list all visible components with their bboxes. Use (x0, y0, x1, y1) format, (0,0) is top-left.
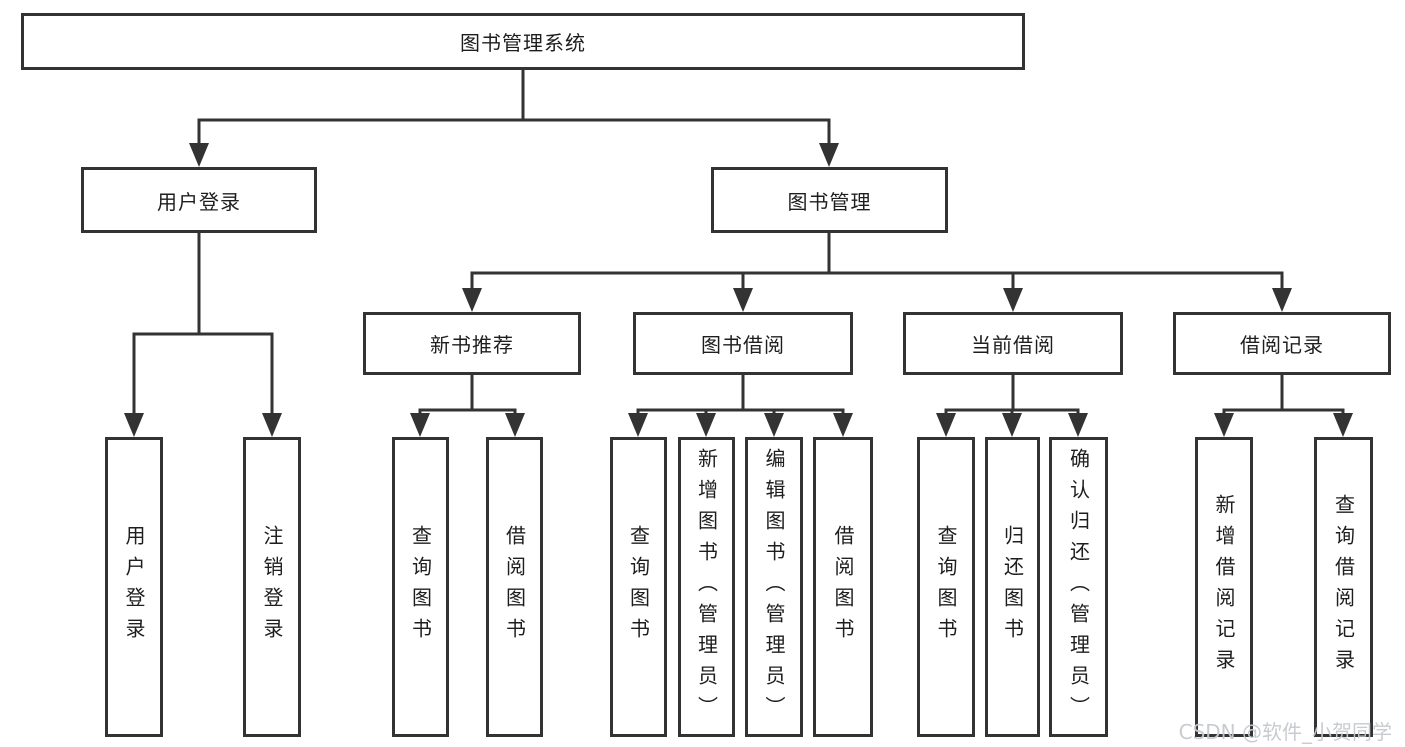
node-book-management-module: 图书管理 (711, 167, 948, 233)
edges-borrow-record-children (1214, 375, 1353, 437)
node-label: 借阅记录 (1240, 333, 1324, 357)
node-label: 图书借阅 (701, 333, 785, 357)
node-book-borrowing: 图书借阅 (633, 312, 853, 375)
csdn-watermark: CSDN @软件_小贺同学 (1178, 720, 1392, 744)
leaf-user-login: 用户登录 (105, 437, 163, 737)
leaf-return-book: 归还图书 (985, 437, 1040, 737)
leaf-edit-book-admin: 编辑图书（管理员） (745, 437, 803, 737)
leaf-confirm-return-admin: 确认归还（管理员） (1049, 437, 1108, 737)
node-label: 新增借阅记录 (1212, 494, 1236, 680)
leaf-borrow-books: 借阅图书 (813, 437, 873, 737)
node-label: 编辑图书（管理员） (762, 447, 786, 727)
edges-user-login-children (124, 232, 282, 437)
node-user-login-module: 用户登录 (81, 167, 317, 233)
node-label: 新书推荐 (430, 333, 514, 357)
leaf-query-books-borrow: 查询图书 (610, 437, 667, 737)
node-label: 图书管理 (787, 189, 872, 214)
leaf-query-books-current: 查询图书 (917, 437, 975, 737)
leaf-add-borrow-record: 新增借阅记录 (1195, 437, 1253, 737)
node-library-management-system: 图书管理系统 (21, 13, 1025, 70)
edges-book-mgmt-to-level3 (462, 233, 1292, 312)
node-label: 查询图书 (408, 525, 433, 649)
leaf-query-borrow-record: 查询借阅记录 (1314, 437, 1373, 737)
node-borrowing-records: 借阅记录 (1173, 312, 1391, 375)
edges-root-to-level2 (189, 69, 839, 167)
node-label: 查询图书 (934, 525, 958, 649)
node-label: 用户登录 (122, 525, 146, 649)
node-label: 查询借阅记录 (1331, 494, 1356, 680)
node-label: 借阅图书 (502, 525, 527, 649)
node-label: 借阅图书 (831, 525, 855, 649)
leaf-add-book-admin: 新增图书（管理员） (678, 437, 735, 737)
leaf-logout: 注销登录 (243, 437, 301, 737)
node-new-book-recommend: 新书推荐 (363, 312, 581, 375)
node-label: 新增图书（管理员） (694, 447, 719, 727)
node-label: 当前借阅 (971, 333, 1055, 357)
node-label: 归还图书 (1000, 525, 1025, 649)
edges-current-borrow-children (936, 375, 1088, 437)
node-label: 注销登录 (260, 525, 284, 649)
leaf-borrow-books-recommend: 借阅图书 (486, 437, 543, 737)
node-label: 确认归还（管理员） (1066, 447, 1091, 727)
edges-book-borrow-children (628, 375, 853, 437)
node-current-borrowing: 当前借阅 (903, 312, 1123, 375)
node-label: 查询图书 (626, 525, 651, 649)
node-label: 用户登录 (157, 189, 241, 214)
leaf-query-books-recommend: 查询图书 (392, 437, 449, 737)
node-label: 图书管理系统 (460, 31, 586, 55)
edges-new-book-children (410, 375, 525, 437)
